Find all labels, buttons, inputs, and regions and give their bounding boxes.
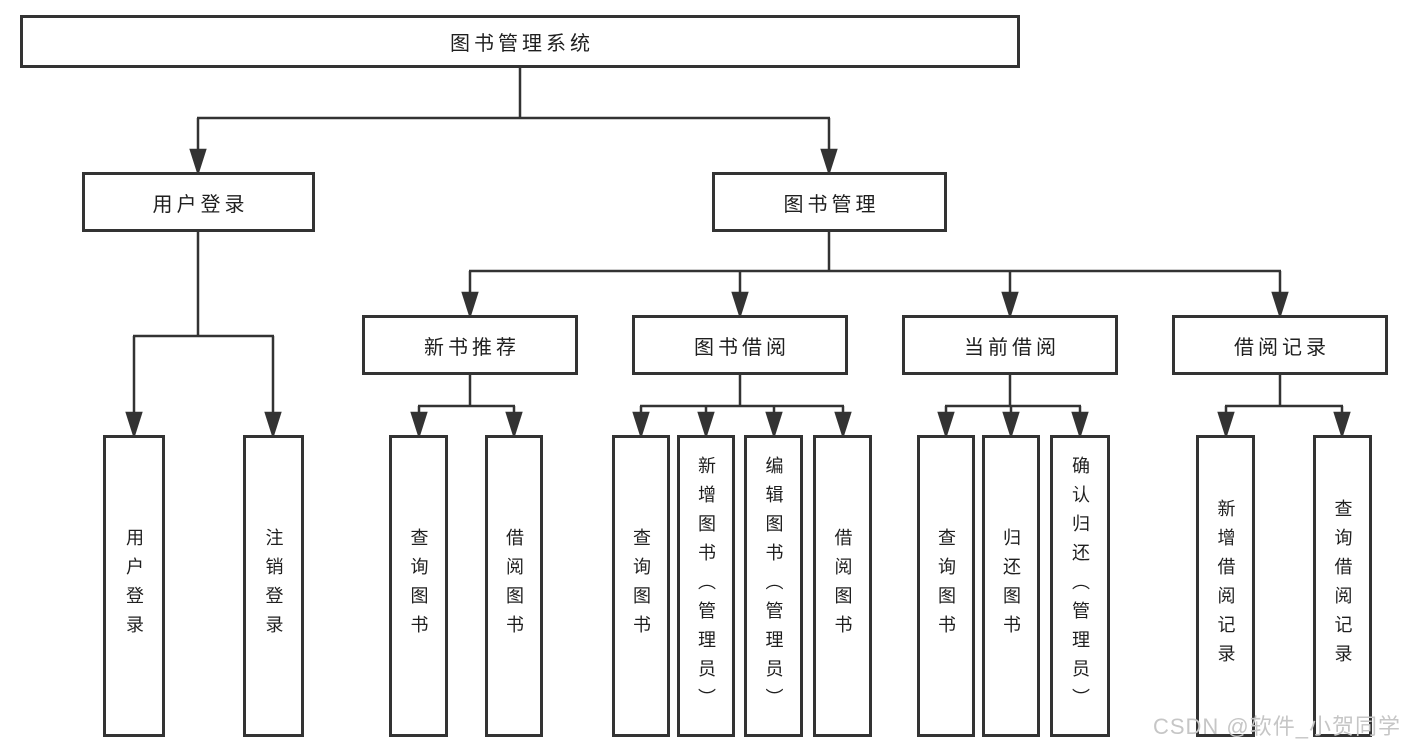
leaf-add-borrow-record: 新增借阅记录: [1196, 435, 1255, 737]
csdn-watermark: CSDN @软件_小贺同学: [1152, 714, 1401, 739]
leaf-confirm-return-admin: 确认归还（管理员）: [1050, 435, 1110, 737]
node-root-system-label: 图书管理系统: [450, 33, 594, 55]
leaf-logout: 注销登录: [243, 435, 304, 737]
leaf-query-books-borrow-label: 查询图书: [631, 528, 651, 644]
leaf-confirm-return-admin-label: 确认归还（管理员）: [1070, 455, 1090, 717]
leaf-borrow-books-label: 借阅图书: [832, 528, 853, 644]
leaf-query-books-current: 查询图书: [917, 435, 975, 737]
leaf-query-books-borrow: 查询图书: [612, 435, 670, 737]
leaf-query-borrow-record: 查询借阅记录: [1313, 435, 1372, 737]
leaf-borrow-books-recommend-label: 借阅图书: [504, 528, 524, 644]
leaf-query-books-recommend-label: 查询图书: [408, 528, 429, 644]
leaf-return-books: 归还图书: [982, 435, 1040, 737]
node-user-login: 用户登录: [82, 172, 315, 232]
node-book-management-label: 图书管理: [783, 193, 880, 216]
leaf-query-books-current-label: 查询图书: [936, 528, 956, 644]
leaf-add-books-admin: 新增图书（管理员）: [677, 435, 735, 737]
node-current-borrow-label: 当前借阅: [964, 336, 1060, 359]
node-new-book-recommend-label: 新书推荐: [424, 336, 520, 359]
node-borrow-records-label: 借阅记录: [1234, 336, 1330, 359]
leaf-add-borrow-record-label: 新增借阅记录: [1215, 499, 1236, 673]
node-book-management: 图书管理: [712, 172, 947, 232]
leaf-return-books-label: 归还图书: [1001, 528, 1021, 644]
leaf-logout-label: 注销登录: [263, 528, 284, 644]
node-book-borrow: 图书借阅: [632, 315, 848, 375]
leaf-edit-books-admin-label: 编辑图书（管理员）: [763, 455, 784, 717]
node-borrow-records: 借阅记录: [1172, 315, 1388, 375]
node-current-borrow: 当前借阅: [902, 315, 1118, 375]
leaf-query-borrow-record-label: 查询借阅记录: [1332, 499, 1353, 673]
node-book-borrow-label: 图书借阅: [694, 336, 790, 359]
leaf-query-books-recommend: 查询图书: [389, 435, 448, 737]
node-new-book-recommend: 新书推荐: [362, 315, 578, 375]
leaf-add-books-admin-label: 新增图书（管理员）: [696, 455, 716, 717]
leaf-user-login: 用户登录: [103, 435, 165, 737]
node-root-system: 图书管理系统: [20, 15, 1020, 68]
leaf-user-login-label: 用户登录: [124, 528, 144, 644]
leaf-borrow-books-recommend: 借阅图书: [485, 435, 543, 737]
node-user-login-label: 用户登录: [152, 193, 249, 216]
leaf-edit-books-admin: 编辑图书（管理员）: [744, 435, 803, 737]
leaf-borrow-books: 借阅图书: [813, 435, 872, 737]
